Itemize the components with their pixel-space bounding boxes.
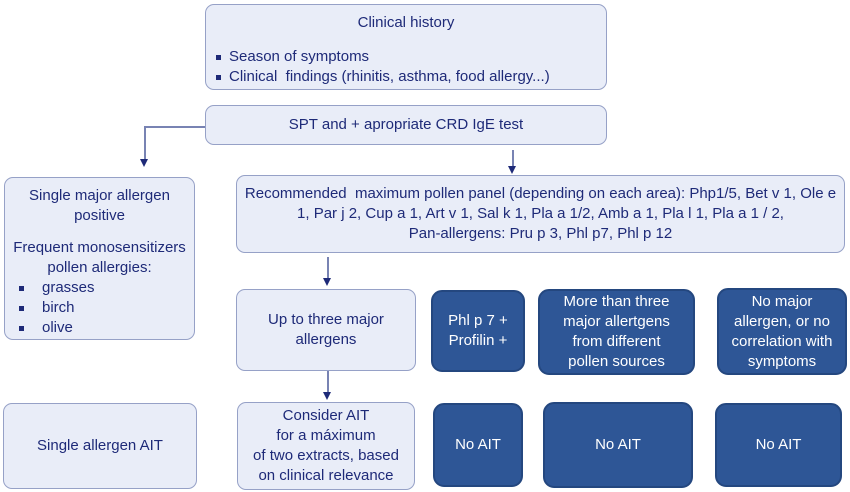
bullet-text: grasses: [42, 279, 95, 296]
clinical-history-title: Clinical history: [357, 14, 455, 31]
up-to-three-allergens-label: Up to three major allergens: [268, 311, 384, 348]
no-ait-label: No AIT: [595, 436, 641, 453]
arrow-down-icon: [140, 159, 148, 167]
bullet-square-icon: [19, 306, 24, 311]
recommended-pollen-panel-text: Recommended maximum pollen panel (depend…: [244, 185, 837, 242]
elbow-connector-horizontal-line: [144, 126, 205, 128]
phlp7-profilin-box: Phl p 7 + Profilin +: [431, 290, 525, 372]
bullet-square-icon: [19, 326, 24, 331]
no-ait-box-3: No AIT: [715, 403, 842, 487]
bullet-square-icon: [216, 55, 221, 60]
monosensitizer-bullet-list: grasses birch olive: [10, 278, 189, 338]
up-to-three-allergens-box: Up to three major allergens: [236, 289, 416, 371]
list-item: grasses: [19, 278, 189, 298]
single-allergen-ait-box: Single allergen AIT: [3, 403, 197, 489]
clinical-history-box: Clinical history Season of symptoms Clin…: [205, 4, 607, 90]
panel-to-upto3-line: [327, 257, 329, 278]
more-than-three-allergens-box: More than three major allertgens from di…: [538, 289, 695, 375]
single-allergen-ait-label: Single allergen AIT: [37, 437, 163, 454]
single-major-allergen-box: Single major allergen positive Frequent …: [4, 177, 195, 340]
list-item: olive: [19, 318, 189, 338]
bullet-text: Clinical findings (rhinitis, asthma, foo…: [229, 68, 550, 85]
consider-ait-label: Consider AIT for a máximum of two extrac…: [253, 407, 399, 484]
spt-to-panel-line: [512, 150, 514, 166]
no-ait-box-1: No AIT: [433, 403, 523, 487]
spt-crd-test-box: SPT and + apropriate CRD IgE test: [205, 105, 607, 145]
list-item: Clinical findings (rhinitis, asthma, foo…: [216, 67, 606, 87]
consider-ait-box: Consider AIT for a máximum of two extrac…: [237, 402, 415, 490]
elbow-connector-vertical-line: [144, 126, 146, 159]
phlp7-profilin-label: Phl p 7 + Profilin +: [448, 312, 508, 349]
bullet-text: olive: [42, 319, 73, 336]
arrow-down-icon: [508, 166, 516, 174]
list-item: birch: [19, 298, 189, 318]
no-major-allergen-label: No major allergen, or no correlation wit…: [731, 292, 833, 370]
clinical-history-bullet-list: Season of symptoms Clinical findings (rh…: [206, 47, 606, 87]
bullet-text: Season of symptoms: [229, 48, 370, 65]
no-ait-label: No AIT: [755, 436, 802, 453]
spt-crd-test-label: SPT and + apropriate CRD IgE test: [288, 116, 524, 133]
arrow-down-icon: [323, 392, 331, 400]
more-than-three-allergens-label: More than three major allertgens from di…: [563, 293, 670, 370]
single-major-allergen-heading: Single major allergen positive: [29, 187, 170, 224]
no-major-allergen-box: No major allergen, or no correlation wit…: [717, 288, 847, 375]
no-ait-label: No AIT: [455, 436, 501, 453]
list-item: Season of symptoms: [216, 47, 606, 67]
bullet-square-icon: [216, 75, 221, 80]
monosensitizers-subheading: Frequent monosensitizers pollen allergie…: [13, 239, 186, 276]
recommended-pollen-panel-box: Recommended maximum pollen panel (depend…: [236, 175, 845, 253]
no-ait-box-2: No AIT: [543, 402, 693, 488]
arrow-down-icon: [323, 278, 331, 286]
upto3-to-consider-line: [327, 371, 329, 392]
bullet-square-icon: [19, 286, 24, 291]
bullet-text: birch: [42, 299, 75, 316]
